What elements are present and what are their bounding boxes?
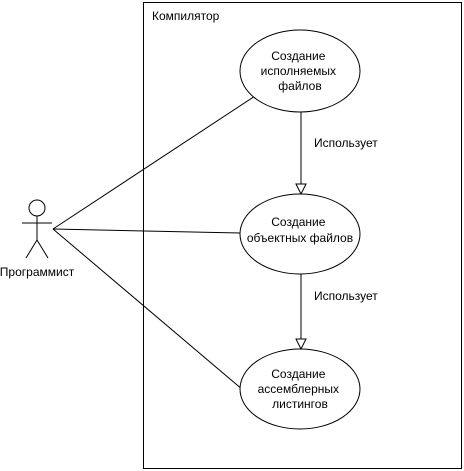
use-case-ellipse-listings bbox=[239, 348, 361, 430]
use-case-ellipse-object-files bbox=[239, 193, 361, 275]
actor-head bbox=[28, 199, 46, 217]
association-line-executables bbox=[52, 95, 256, 230]
association-line-object-files bbox=[52, 228, 241, 234]
dependency-arrowhead-upper bbox=[295, 183, 307, 196]
use-case-text-line: Создание bbox=[271, 49, 325, 63]
dependency-label-upper: Использует bbox=[314, 136, 378, 150]
use-case-ellipse-executables bbox=[239, 29, 361, 113]
system-label: Компилятор bbox=[152, 9, 220, 23]
use-case-label-executables: Создание исполняемых файлов bbox=[261, 49, 340, 93]
use-case-text-line: файлов bbox=[278, 79, 321, 93]
use-case-label-object-files: Создание объектных файлов bbox=[247, 215, 353, 245]
use-case-text-line: Создание bbox=[271, 215, 325, 229]
use-case-text-line: исполняемых bbox=[261, 64, 336, 78]
dependency-label-lower: Использует bbox=[314, 289, 378, 303]
use-case-text-line: объектных файлов bbox=[247, 231, 353, 245]
actor-right-leg bbox=[36, 239, 49, 259]
actor-label: Программист bbox=[0, 265, 75, 279]
use-case-text-line: Создание bbox=[271, 367, 325, 381]
use-case-text-line: листингов bbox=[272, 397, 328, 411]
actor-figure-icon bbox=[22, 199, 52, 259]
use-case-label-listings: Создание ассемблерных листингов bbox=[258, 367, 343, 411]
association-line-listings bbox=[52, 228, 244, 391]
use-case-text-line: ассемблерных bbox=[258, 382, 339, 396]
dependency-arrowhead-lower bbox=[295, 338, 307, 351]
actor-left-leg bbox=[25, 239, 38, 259]
